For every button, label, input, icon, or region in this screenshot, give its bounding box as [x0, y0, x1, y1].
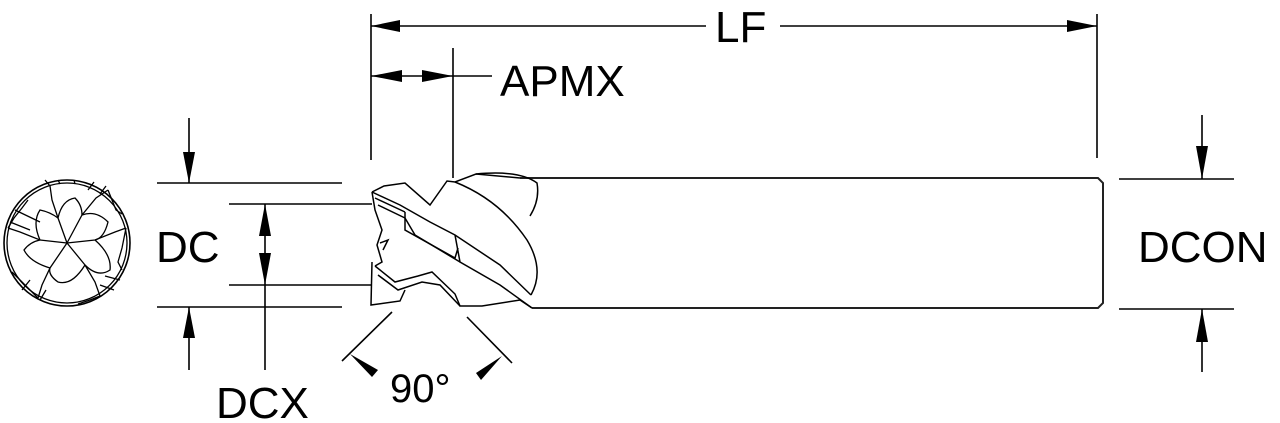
angle-dimension: 90°: [341, 311, 513, 411]
dc-dcx-dimension: DC DCX: [156, 118, 372, 423]
end-view: [3, 179, 131, 307]
apmx-dimension: APMX: [371, 48, 625, 178]
lf-dimension: LF: [370, 3, 1098, 160]
angle-label: 90°: [390, 367, 451, 411]
side-view: [370, 172, 1104, 309]
dcon-dimension: DCON: [1119, 115, 1268, 372]
dc-label: DC: [156, 223, 220, 272]
apmx-label: APMX: [500, 57, 625, 106]
lf-label: LF: [715, 3, 766, 52]
dcon-label: DCON: [1138, 223, 1268, 272]
dcx-label: DCX: [216, 379, 309, 423]
